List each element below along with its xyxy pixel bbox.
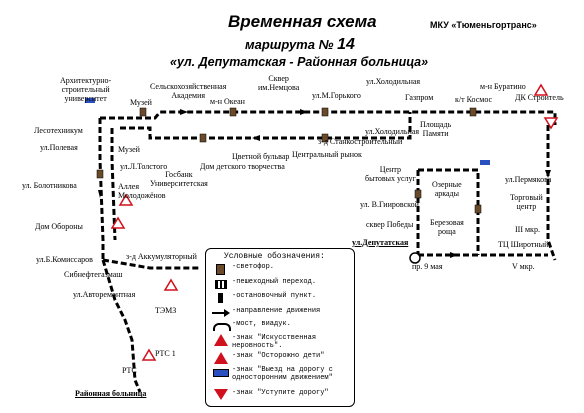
legend-item: -пешеходный переход.: [210, 278, 316, 290]
page-title: Временная схема: [228, 12, 377, 31]
stop-dom-detskogo: Дом детского творчества: [200, 162, 285, 171]
one-way-sign-icon: [480, 160, 490, 165]
stop-mkr3: III мкр.: [515, 225, 540, 234]
stop-gazprom: Газпром: [405, 93, 434, 102]
stop-arch-univ: Архитектурно- строительный университет: [60, 76, 112, 103]
stop-deputatskaya: ул.Депутатская: [352, 238, 409, 247]
stop-muzey-top: Музей: [130, 98, 152, 107]
stop-pr9maya: пр. 9 мая: [412, 262, 443, 271]
route-name: «ул. Депутатская - Районная больница»: [170, 55, 429, 69]
stop-dk-stroitel: ДК Строитель: [515, 93, 564, 102]
stop-gvirovskoy: ул. В.Гиировской: [360, 200, 419, 209]
stop-gosbank: Госбанк Университетская: [150, 170, 208, 188]
stop-torgovy: Торговый центр: [510, 193, 543, 211]
route-line: [98, 110, 557, 393]
stop-alleya: Аллея Молодожёнов: [118, 182, 166, 200]
stop-ocean: м-н Океан: [210, 97, 245, 106]
legend-item: -остановочный пункт.: [210, 292, 316, 304]
legend-item: -направление движения: [210, 307, 320, 319]
stop-rts: РТС: [122, 366, 137, 375]
stop-bolotnikova: ул. Болотникова: [22, 181, 77, 190]
organization-name: МКУ «Тюменьгортранс»: [430, 20, 537, 30]
stop-selhoz: Сельскохозяйственная Академия: [150, 82, 227, 100]
stop-stankostroitel: з-д Станкостроительный: [318, 137, 403, 146]
stop-komissarov: ул.Б.Комиссаров: [36, 255, 93, 264]
legend-box: Условные обозначения: -светофор. -пешехо…: [205, 248, 355, 407]
stop-buratino: м-н Буратино: [480, 82, 526, 91]
stop-skver-nemtsova: Сквер им.Немцова: [258, 74, 300, 92]
warning-signs: [110, 83, 559, 361]
stop-muzey-left: Музей: [118, 145, 140, 154]
stop-tolstogo: ул.Л.Толстого: [120, 162, 168, 171]
legend-title: Условные обозначения:: [224, 252, 325, 261]
legend-item: -светофор.: [210, 263, 274, 275]
direction-arrows: [98, 109, 551, 258]
stop-rayonnaya: Районная больница: [75, 389, 147, 398]
stop-center-byt: Центр бытовых услуг: [365, 165, 416, 183]
stop-lesotehnikum: Лесотехникум: [34, 126, 83, 135]
stop-holodilnaya-top: ул.Холодильная: [366, 77, 421, 86]
stop-rts1: РТС 1: [155, 349, 176, 358]
stop-polevaya: ул.Полевая: [40, 143, 78, 152]
one-way-sign-icon: [85, 98, 95, 103]
route-subtitle-prefix: маршрута №: [245, 37, 334, 52]
stop-sibneftegaz: Сибнефтегазмаш: [64, 270, 123, 279]
route-subtitle: маршрута № 14: [245, 36, 355, 54]
stop-ozernye: Озерные аркады: [432, 180, 462, 198]
stop-point-icon: [210, 292, 232, 304]
stop-tsvetnoy: Цветной бульвар: [232, 152, 290, 161]
stop-akkumulyator: з-д Аккумуляторный: [126, 252, 197, 261]
traffic-light-icon: [210, 263, 232, 275]
stop-central-market: Центральный рынок: [292, 150, 362, 159]
legend-item: -знак "Осторожно дети": [210, 352, 324, 364]
children-sign-icon: [210, 352, 232, 364]
legend-item: -знак "Искусственная неровность".: [210, 334, 316, 350]
stop-holodilnaya-bot: ул.Холодильная: [365, 127, 420, 136]
legend-item: -знак "Уступите дорогу": [210, 389, 329, 401]
one-way-sign-icon: [210, 366, 232, 378]
stop-berezovaya: Березовая роща: [430, 218, 464, 236]
stop-tc-shirotny: ТЦ Широтный: [498, 240, 549, 249]
stop-avtoremont: ул.Авторемонтная: [73, 290, 136, 299]
stop-gorkogo: ул.М.Горького: [312, 91, 361, 100]
stop-temz: ТЭМЗ: [155, 306, 177, 315]
bridge-icon: [210, 320, 232, 332]
stop-kosmos: к/т Космос: [455, 95, 493, 104]
legend-item: -мост, виадук.: [210, 320, 291, 332]
stop-skver-pobedy: сквер Победы: [366, 220, 414, 229]
stop-mkr5: V мкр.: [512, 262, 535, 271]
route-number: 14: [337, 36, 355, 53]
turnaround-circle: [409, 252, 421, 264]
stop-permyakova: ул.Пермякова: [505, 175, 552, 184]
legend-item: -знак "Выезд на дорогу с односторонним д…: [210, 366, 333, 382]
traffic-lights: [96, 107, 482, 214]
direction-arrow-icon: [210, 307, 232, 319]
stop-dom-oborony: Дом Обороны: [35, 222, 83, 231]
speed-bump-sign-icon: [210, 334, 232, 346]
stop-ploshad-pamyati: Площадь Памяти: [420, 120, 452, 138]
crosswalk-icon: [210, 278, 232, 290]
yield-sign-icon: [210, 389, 232, 401]
